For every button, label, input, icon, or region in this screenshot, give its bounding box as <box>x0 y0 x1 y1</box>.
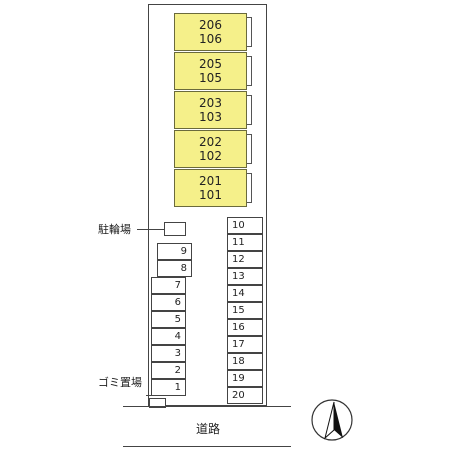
parking-slot: 17 <box>227 336 263 353</box>
parking-slot: 10 <box>227 217 263 234</box>
leader-line <box>146 386 152 396</box>
parking-slot: 18 <box>227 353 263 370</box>
balcony <box>247 17 252 47</box>
balcony <box>247 134 252 164</box>
parking-slot: 7 <box>151 277 186 294</box>
parking-slot: 2 <box>151 362 186 379</box>
balcony <box>247 173 252 203</box>
road-edge-top <box>123 406 291 407</box>
unit-block-203-103: 203 103 <box>174 91 247 129</box>
north-arrow-icon <box>310 398 354 442</box>
unit-block-205-105: 205 105 <box>174 52 247 90</box>
unit-lower-number: 102 <box>199 149 222 163</box>
parking-slot: 8 <box>157 260 192 277</box>
unit-lower-number: 103 <box>199 110 222 124</box>
unit-block-201-101: 201 101 <box>174 169 247 207</box>
parking-slot: 5 <box>151 311 186 328</box>
unit-lower-number: 101 <box>199 188 222 202</box>
parking-slot: 11 <box>227 234 263 251</box>
parking-slot: 20 <box>227 387 263 404</box>
garbage-area <box>149 398 166 408</box>
parking-slot: 13 <box>227 268 263 285</box>
road-label: 道路 <box>196 422 221 436</box>
unit-upper-number: 205 <box>199 57 222 71</box>
parking-slot: 14 <box>227 285 263 302</box>
parking-slot: 3 <box>151 345 186 362</box>
unit-upper-number: 201 <box>199 174 222 188</box>
unit-block-202-102: 202 102 <box>174 130 247 168</box>
unit-upper-number: 203 <box>199 96 222 110</box>
parking-slot: 12 <box>227 251 263 268</box>
road-edge-bottom <box>123 446 291 447</box>
balcony <box>247 95 252 125</box>
parking-slot: 16 <box>227 319 263 336</box>
unit-lower-number: 106 <box>199 32 222 46</box>
bicycle-parking-label: 駐輪場 <box>98 223 131 236</box>
parking-slot: 6 <box>151 294 186 311</box>
unit-block-206-106: 206 106 <box>174 13 247 51</box>
parking-slot: 9 <box>157 243 192 260</box>
unit-upper-number: 206 <box>199 18 222 32</box>
parking-slot: 19 <box>227 370 263 387</box>
bicycle-parking-area <box>164 222 186 236</box>
garbage-area-label: ゴミ置場 <box>98 376 142 389</box>
unit-lower-number: 105 <box>199 71 222 85</box>
balcony <box>247 56 252 86</box>
parking-slot: 15 <box>227 302 263 319</box>
parking-slot: 1 <box>151 379 186 396</box>
parking-slot: 4 <box>151 328 186 345</box>
leader-line <box>137 229 164 230</box>
unit-upper-number: 202 <box>199 135 222 149</box>
